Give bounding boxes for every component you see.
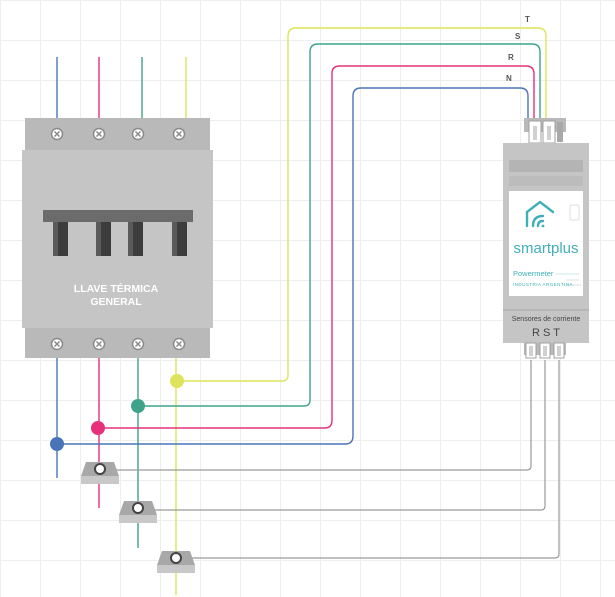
wire-n-to-device	[57, 87, 529, 445]
incoming-wires	[56, 57, 187, 118]
phase-label-n: N	[506, 74, 512, 83]
breaker-top-screws	[50, 127, 186, 141]
breaker-bottom-screws	[50, 337, 186, 351]
device-origin: INDUSTRIA ARGENTINA	[513, 282, 573, 287]
sensor-hole-icon	[170, 552, 182, 564]
device-brand: smartplus	[513, 240, 578, 257]
junction-dot-t	[170, 374, 184, 388]
wire-t-to-device	[178, 27, 547, 382]
junction-dot-r	[91, 421, 105, 435]
breaker-lever-rail	[43, 210, 193, 222]
sensor-wire-t	[177, 360, 560, 559]
powermeter-device: smartplus Powermeter INDUSTRIA ARGENTINA…	[503, 118, 589, 359]
sensor-hole-icon	[132, 502, 144, 514]
current-sensor-t	[157, 551, 195, 573]
device-label-panel	[509, 191, 583, 296]
breaker-label-line1: LLAVE TÉRMICA	[74, 282, 159, 295]
sensor-wire-s	[140, 360, 546, 511]
junction-dots	[50, 374, 184, 451]
junction-dot-n	[50, 437, 64, 451]
main-breaker: LLAVE TÉRMICA GENERAL	[22, 118, 213, 358]
current-sensor-s	[119, 501, 157, 523]
sensor-hole-icon	[94, 463, 106, 475]
phase-label-r: R	[508, 53, 514, 62]
phase-letters: T S R N	[506, 15, 530, 83]
device-product: Powermeter	[513, 269, 554, 278]
sensor-wires	[100, 360, 560, 559]
current-sensor-r	[81, 462, 119, 484]
breaker-levers	[53, 222, 187, 256]
phase-label-s: S	[515, 32, 521, 41]
sensors-label: Sensores de corriente	[512, 316, 581, 323]
wire-r-to-device	[98, 65, 535, 429]
sensor-letters: R S T	[532, 327, 560, 339]
smartplus-logo-icon	[525, 200, 555, 228]
sensor-wire-r	[100, 360, 532, 471]
wire-s-to-device	[138, 43, 541, 407]
app-sketch-decoration	[563, 204, 581, 286]
breaker-label-line2: GENERAL	[90, 296, 142, 308]
device-phase-wires	[57, 27, 547, 445]
junction-dot-s	[131, 399, 145, 413]
phase-label-t: T	[525, 15, 530, 24]
